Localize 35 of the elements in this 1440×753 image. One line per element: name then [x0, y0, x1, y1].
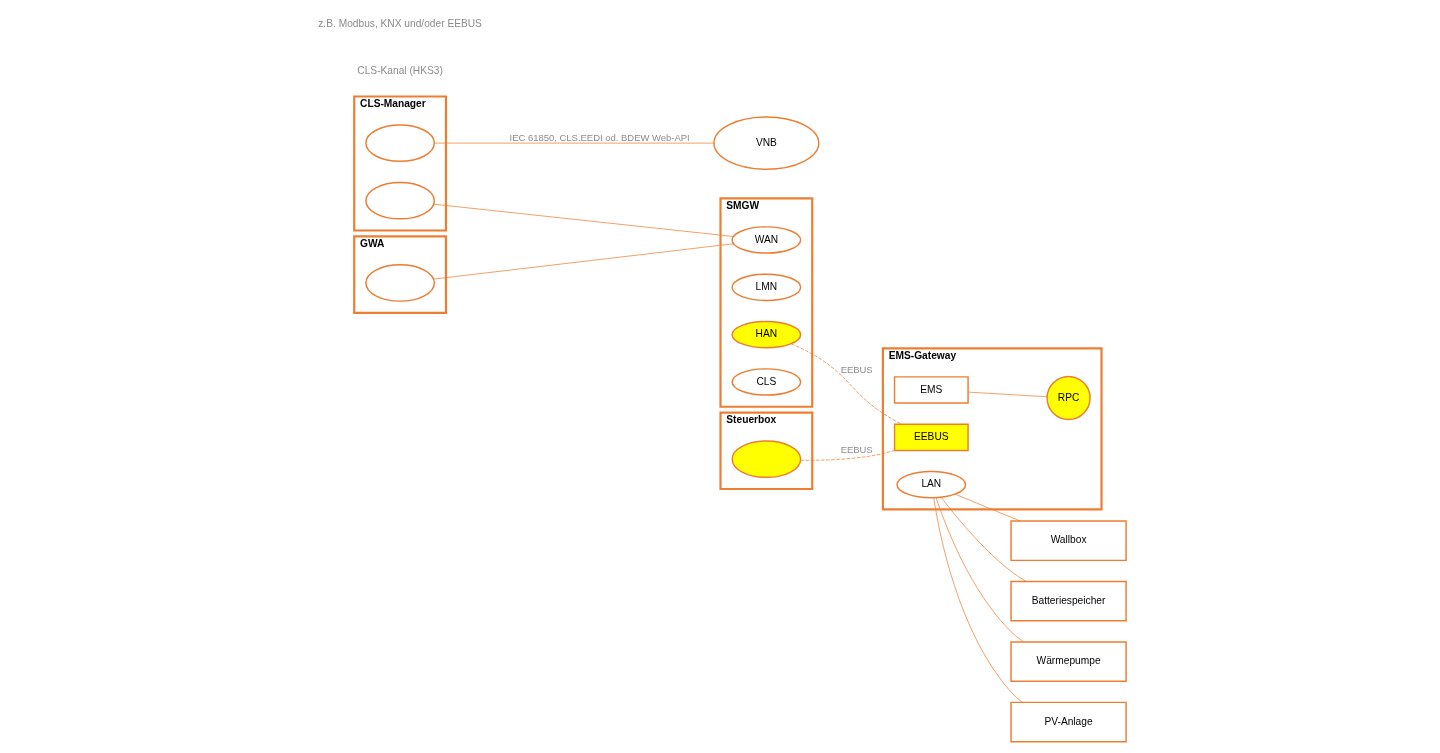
node-ellipse: HAN: [730, 320, 801, 349]
cluster: GWA: [352, 235, 447, 314]
connector: [433, 203, 734, 237]
connector: [932, 497, 1023, 703]
node-box: EMS: [893, 376, 969, 404]
node-box: Batteriespeicher: [1009, 580, 1127, 622]
edge-label: EEBUS: [840, 363, 873, 375]
connector: [790, 343, 902, 425]
connector: [954, 493, 1020, 522]
connector: [967, 391, 1048, 398]
node-ellipse: LAN: [895, 470, 966, 499]
node-ellipse: WAN: [730, 226, 801, 254]
connector: [799, 450, 895, 461]
connector: [935, 497, 1024, 643]
cluster: Steuerbox: [718, 411, 813, 491]
label: CLS-Kanal (HKS3): [356, 65, 443, 77]
node-box: Wallbox: [1009, 520, 1127, 562]
node-ellipse: VNB: [712, 116, 820, 171]
connector: [433, 142, 714, 144]
node-ellipse: CLS: [730, 368, 801, 396]
node-ellipse: [364, 124, 435, 163]
node-box: EEBUS: [893, 423, 969, 452]
node-ellipse: [364, 264, 435, 302]
node-box: Wärmepumpe: [1009, 641, 1127, 682]
connector: [940, 497, 1026, 582]
label: z.B. Modbus, KNX und/oder EEBUS: [317, 18, 482, 30]
edge-label: IEC 61850, CLS.EEDI od. BDEW Web-API: [509, 131, 690, 143]
connector: [433, 243, 734, 280]
cluster: CLS-Manager: [352, 95, 447, 232]
node-ellipse: [730, 440, 801, 479]
node-ellipse: [364, 181, 435, 220]
node-circle: RPC: [1045, 375, 1091, 421]
node-box: PV-Anlage: [1009, 701, 1127, 743]
node-ellipse: LMN: [730, 273, 801, 302]
edge-label: EEBUS: [840, 443, 873, 455]
